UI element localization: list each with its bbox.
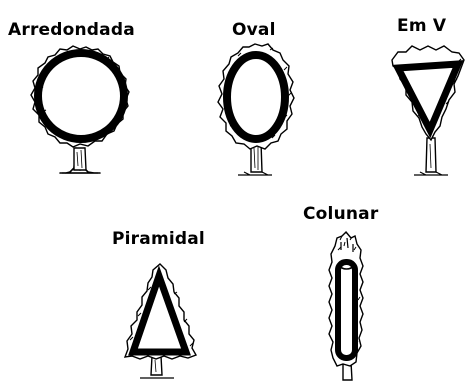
- tree-piramidal: [125, 264, 196, 378]
- label-em-v: Em V: [397, 16, 446, 36]
- label-colunar: Colunar: [303, 204, 378, 224]
- tree-arredondada: [31, 46, 129, 173]
- label-oval: Oval: [232, 20, 276, 40]
- label-arredondada: Arredondada: [8, 20, 135, 40]
- tree-colunar: [329, 232, 363, 380]
- label-piramidal: Piramidal: [112, 229, 205, 249]
- tree-oval: [218, 44, 294, 175]
- foliage-arredondada: [31, 46, 129, 147]
- tree-em-v: [392, 46, 464, 175]
